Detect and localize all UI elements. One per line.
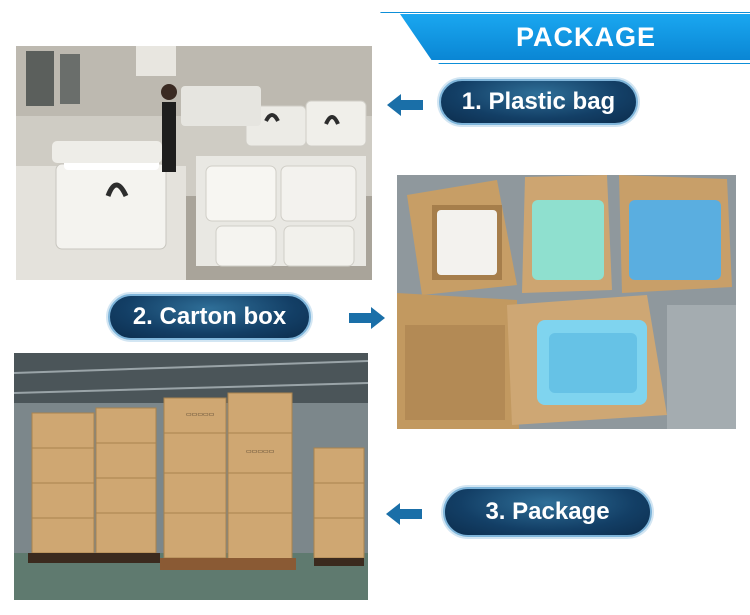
arrow-left-icon [386, 503, 422, 525]
step-label: 1. Plastic bag [461, 88, 616, 115]
step-label: 2. Carton box [132, 303, 287, 330]
photo-carton-box [397, 175, 736, 429]
step-package: 3. Package [443, 487, 652, 537]
arrow-left-icon [387, 94, 423, 116]
step-carton-box: 2. Carton box [108, 294, 311, 340]
step-label: 3. Package [485, 498, 610, 525]
page-title: PACKAGE [515, 21, 656, 52]
step-plastic-bag: 1. Plastic bag [439, 79, 638, 125]
svg-text:▭▭▭▭▭: ▭▭▭▭▭ [186, 412, 215, 418]
svg-text:▭▭▭▭▭: ▭▭▭▭▭ [246, 449, 275, 455]
photo-package: ▭▭▭▭▭ ▭▭▭▭▭ [14, 353, 368, 600]
photo-plastic-bag [16, 46, 372, 280]
header-banner: PACKAGE [400, 14, 750, 60]
arrow-right-icon [349, 307, 385, 329]
